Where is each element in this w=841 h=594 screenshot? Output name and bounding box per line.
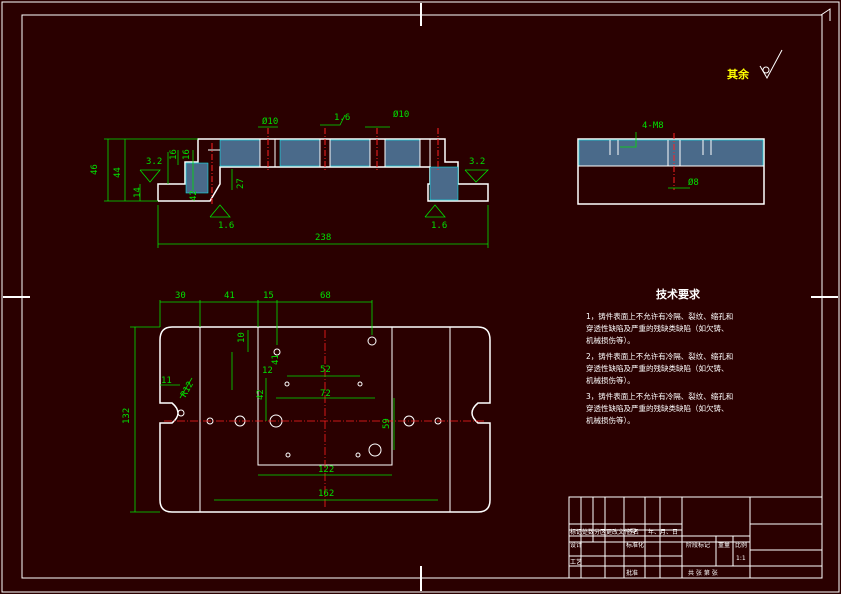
side-view: 4-M8 Ø8 [577,121,765,205]
tb-count: 处数 [582,528,594,536]
tb-stage: 阶段标记 [686,541,710,549]
dim-11: 11 [161,376,172,386]
orientation-mark [820,8,831,21]
roughness-symbol: 其余 [727,49,783,81]
dim-4-m8: 4-M8 [642,121,664,131]
dim-68: 68 [320,291,331,301]
tb-std: 标准化 [626,541,644,549]
tech-line-8: 穿透性缺陷及严重的残缺类缺陷（如欠铸、 [586,403,729,413]
front-section-view: 46 44 14 3.2 16 16 42 27 1.6 Ø10 1.6 Ø10… [90,109,489,248]
dim-phi10b: Ø10 [393,109,409,120]
title-block-text: 标记 处数 分区 更改文件号 签名 年、月、日 设计 标准化 工艺 批准 阶段标… [570,528,747,577]
tb-scale: 比例 [735,541,747,549]
center-marks [3,3,838,591]
dim-52: 52 [320,365,331,375]
dim-42p: 42 [256,389,266,400]
front-hatch [185,139,459,201]
tech-line-3: 机械损伤等）。 [586,335,635,345]
dim-41b: 41 [271,354,281,365]
dim-238: 238 [315,233,331,243]
tb-design: 设计 [570,541,582,549]
dim-41: 41 [224,291,235,301]
tb-change: 更改文件号 [606,528,636,536]
tb-mark: 标记 [570,528,582,536]
tb-approve: 批准 [626,569,638,577]
tech-line-7: 3，铸件表面上不允许有冷隔、裂纹、缩孔和 [586,391,733,401]
tb-process: 工艺 [570,558,582,566]
dim-72: 72 [320,389,331,399]
dim-3-2-right: 3.2 [469,157,485,167]
dim-162: 162 [318,489,334,499]
dim-42: 42 [189,190,199,201]
dim-27: 27 [236,178,246,189]
dim-3-2-left: 3.2 [146,157,162,167]
tech-line-1: 1，铸件表面上不允许有冷隔、裂纹、缩孔和 [586,311,733,321]
dim-16b: 16 [182,149,192,160]
tech-title: 技术要求 [656,287,701,301]
roughness-label: 其余 [727,67,750,81]
dim-phi8: Ø8 [688,177,699,188]
plan-view: 30 41 15 68 10 41 12 52 72 11 R12 132 42… [122,291,491,513]
tech-line-6: 机械损伤等）。 [586,375,635,385]
plan-outline [159,326,491,513]
tb-weight: 重量 [718,541,730,549]
tech-line-9: 机械损伤等）。 [586,415,635,425]
tb-sheets: 共 张 第 张 [688,569,718,577]
dim-46: 46 [90,164,100,175]
front-outline [157,138,489,202]
dim-1-6-top: 1.6 [334,113,350,123]
dim-59: 59 [382,418,392,429]
dim-12: 12 [262,366,273,376]
dim-132: 132 [122,408,132,424]
dim-1-6-left: 1.6 [218,221,234,231]
tb-scale-val: 1:1 [736,555,746,562]
tb-date: 年、月、日 [648,528,678,536]
title-block [568,496,823,579]
dim-15: 15 [263,291,274,301]
dim-44: 44 [113,167,123,178]
dim-phi10: Ø10 [262,116,278,127]
dim-122: 122 [318,465,334,475]
dim-30: 30 [175,291,186,301]
tech-requirements: 技术要求 1，铸件表面上不允许有冷隔、裂纹、缩孔和 穿透性缺陷及严重的残缺类缺陷… [586,287,733,425]
tech-line-5: 穿透性缺陷及严重的残缺类缺陷（如欠铸、 [586,363,729,373]
tech-line-4: 2，铸件表面上不允许有冷隔、裂纹、缩孔和 [586,351,733,361]
dim-14: 14 [133,187,143,198]
tb-sign: 签名 [627,528,639,536]
dim-r12: R12 [179,380,196,399]
tech-line-2: 穿透性缺陷及严重的残缺类缺陷（如欠铸、 [586,323,729,333]
dim-10: 10 [237,332,247,343]
dim-16a: 16 [169,149,179,160]
tb-zone: 分区 [594,528,606,536]
dim-1-6-right: 1.6 [431,221,447,231]
